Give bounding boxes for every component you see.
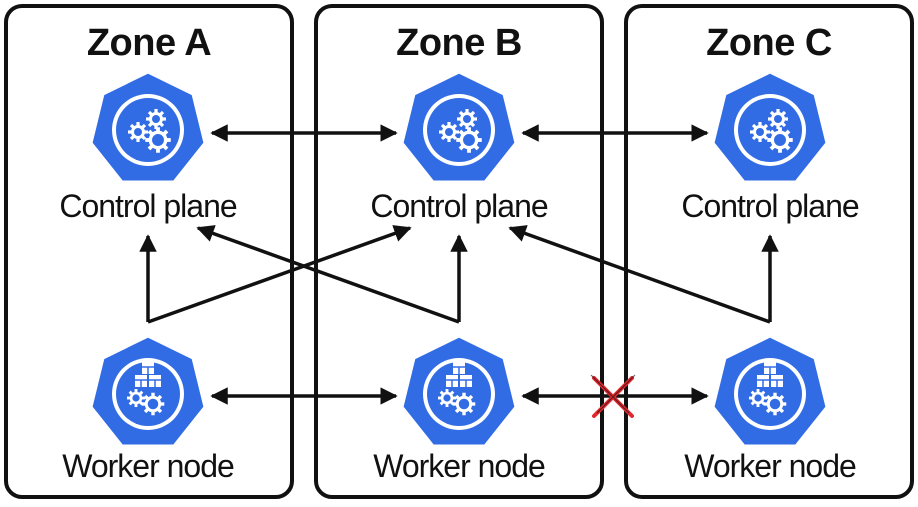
zone-c-box: Zone C <box>624 4 914 499</box>
zone-a-worker-node-label: Worker node <box>62 448 235 484</box>
control-plane-icon <box>86 68 210 192</box>
zone-a-control-plane-label: Control plane <box>59 188 237 224</box>
worker-node-icon <box>86 332 210 456</box>
zone-c-control-plane-label: Control plane <box>681 188 859 224</box>
worker-node-icon <box>708 332 832 456</box>
zone-a-box: Zone A <box>4 4 294 499</box>
link-wn-b-cp-a <box>196 225 460 324</box>
zone-a-title: Zone A <box>86 22 212 64</box>
zone-b-worker-node-label: Worker node <box>373 448 546 484</box>
zone-c-title: Zone C <box>706 22 832 64</box>
broken-link-x-outline <box>590 374 636 414</box>
link-wn-a-cp-b <box>147 225 412 324</box>
link-wn-c-cp-b <box>508 225 771 324</box>
zone-b-control-plane-label: Control plane <box>370 188 548 224</box>
zone-b-box: Zone B <box>314 4 604 499</box>
worker-node-icon <box>397 332 521 456</box>
control-plane-icon <box>708 68 832 192</box>
control-plane-icon <box>397 68 521 192</box>
zone-c-worker-node-label: Worker node <box>684 448 857 484</box>
zone-b-title: Zone B <box>396 22 522 64</box>
